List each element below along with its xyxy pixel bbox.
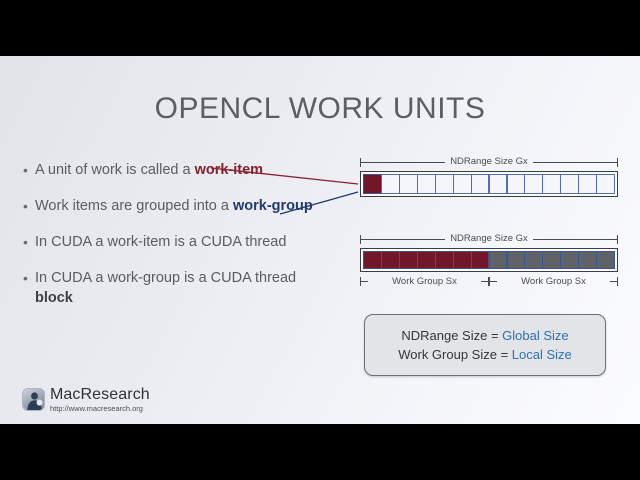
bullet-text-plain: In CUDA a work-group is a CUDA thread: [35, 270, 297, 286]
dimension-rule-left: [361, 238, 446, 240]
logo-url: http://www.macresearch.org: [50, 404, 143, 413]
work-item-cell: [524, 251, 544, 269]
work-item-cell: [488, 251, 508, 269]
dimension-tick-right: [617, 234, 618, 244]
work-item-cell: [363, 174, 382, 194]
work-item-cell: [470, 251, 490, 269]
info-line: Work Group Size = Local Size: [398, 345, 572, 364]
dimension-rule-left: [361, 161, 446, 163]
list-item: • In CUDA a work-item is a CUDA thread: [22, 232, 322, 252]
dimension-rule-left: [361, 281, 368, 282]
dimension-rule-right: [532, 161, 617, 163]
work-item-cell: [452, 174, 472, 194]
presentation-slide: OPENCL WORK UNITS • A unit of work is ca…: [0, 56, 640, 424]
work-item-cell: [506, 251, 526, 269]
macresearch-logo-text: MacResearch http://www.macresearch.org: [50, 386, 150, 414]
work-item-cell: [596, 174, 616, 194]
bullet-marker: •: [23, 234, 28, 250]
dimension-tick-left: [360, 277, 361, 286]
macresearch-logo-icon: [22, 388, 45, 411]
macresearch-logo: MacResearch http://www.macresearch.org: [22, 386, 150, 414]
dimension-line-ndrange: NDRange Size Gx: [360, 155, 618, 169]
dimension-label: NDRange Size Gx: [450, 233, 528, 244]
dimension-tick-right: [617, 277, 618, 286]
info-line-prefix: Work Group Size =: [398, 347, 512, 362]
work-item-cell: [434, 251, 454, 269]
work-item-cell: [506, 174, 526, 194]
dimension-tick-right: [617, 157, 618, 167]
bullet-text-plain: In CUDA a work-item is a CUDA thread: [35, 234, 287, 250]
diagram-ndrange-workitems: NDRange Size Gx: [360, 155, 618, 197]
bullet-text-plain: Work items are grouped into a: [35, 198, 233, 214]
logo-name: MacResearch: [50, 386, 150, 403]
letterbox-bar-top: [0, 0, 640, 56]
info-box-size-definitions: NDRange Size = Global Size Work Group Si…: [364, 314, 606, 376]
work-item-cell: [434, 174, 454, 194]
bullet-text-emphasis: work-item: [194, 162, 264, 178]
dimension-rule-right: [481, 281, 488, 282]
work-item-cell: [542, 174, 562, 194]
work-item-cell: [380, 174, 400, 194]
info-line-accent: Local Size: [511, 347, 572, 362]
work-item-cell: [524, 174, 544, 194]
dimension-tick-left: [489, 277, 490, 286]
workgroup-dimension-row: Work Group Sx Work Group Sx: [360, 275, 618, 288]
workgroup-label: Work Group Sx: [392, 275, 457, 287]
cell-strip: [363, 174, 616, 194]
list-item: • Work items are grouped into a work-gro…: [22, 196, 322, 216]
bullet-marker: •: [23, 270, 28, 286]
list-item: • In CUDA a work-group is a CUDA thread …: [22, 268, 322, 308]
work-item-cell: [380, 251, 400, 269]
page-title: OPENCL WORK UNITS: [154, 92, 486, 125]
work-item-cell: [578, 251, 598, 269]
list-item: • A unit of work is called a work-item: [22, 160, 322, 180]
dimension-tick-left: [360, 234, 361, 244]
cell-strip-container: [360, 171, 618, 197]
workgroup-dimension-right: Work Group Sx: [489, 275, 618, 288]
bullet-marker: •: [23, 162, 28, 178]
cell-strip: [363, 251, 616, 269]
bullet-text-plain: A unit of work is called a: [35, 162, 195, 178]
bullet-text-emphasis: block: [35, 290, 73, 306]
work-item-cell: [578, 174, 598, 194]
diagram-workgroups: NDRange Size Gx Work Group Sx: [360, 232, 618, 288]
work-item-cell: [560, 251, 580, 269]
person-silhouette-icon: [27, 392, 43, 410]
dimension-tick-right: [488, 277, 489, 286]
work-item-cell: [596, 251, 616, 269]
work-item-cell: [560, 174, 580, 194]
dimension-line-ndrange-2: NDRange Size Gx: [360, 232, 618, 246]
info-line: NDRange Size = Global Size: [401, 326, 568, 345]
bullet-list: • A unit of work is called a work-item •…: [22, 160, 322, 324]
work-item-cell: [470, 174, 490, 194]
work-item-cell: [398, 251, 418, 269]
dimension-label: NDRange Size Gx: [450, 156, 528, 167]
dimension-rule-right: [532, 238, 617, 240]
work-item-cell: [452, 251, 472, 269]
bullet-text-emphasis: work-group: [233, 198, 313, 214]
info-line-prefix: NDRange Size =: [401, 328, 503, 343]
letterbox-bar-bottom: [0, 424, 640, 480]
work-item-cell: [542, 251, 562, 269]
cell-strip-container: [360, 248, 618, 272]
workgroup-dimension-left: Work Group Sx: [360, 275, 489, 288]
info-line-accent: Global Size: [502, 328, 569, 343]
work-item-cell: [416, 251, 436, 269]
work-item-cell: [416, 174, 436, 194]
dimension-rule-left: [490, 281, 497, 282]
dimension-rule-right: [610, 281, 617, 282]
work-item-cell: [363, 251, 382, 269]
workgroup-label: Work Group Sx: [521, 275, 586, 287]
work-item-cell: [488, 174, 508, 194]
dimension-tick-left: [360, 157, 361, 167]
work-item-cell: [398, 174, 418, 194]
bullet-marker: •: [23, 198, 28, 214]
